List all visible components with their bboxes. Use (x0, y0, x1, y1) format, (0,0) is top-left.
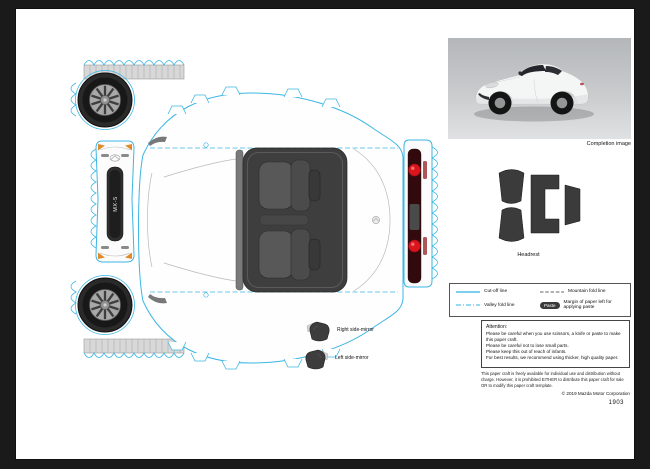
wheel-top (75, 70, 135, 130)
disclaimer-line: However, it is prohibited EITHER to dist… (481, 377, 624, 389)
paste-tabs-wheel-top (70, 82, 77, 117)
attention-box: Attention: Please be careful when you us… (481, 320, 630, 368)
attention-line: For best results, we recommend using thi… (486, 354, 619, 360)
seat-left (258, 159, 321, 212)
completed-model-image (448, 38, 631, 139)
turn-signal-icon (125, 144, 132, 151)
completion-photo (448, 38, 631, 139)
mazda-emblem-icon (109, 154, 121, 162)
disclaimer-line: This paper craft is freely available for… (481, 371, 620, 383)
headrest-parts: Headrest (471, 161, 586, 258)
left-mirror-label: Left side-mirror (335, 355, 369, 361)
seat-right (258, 228, 321, 281)
turn-signal-icon (98, 252, 105, 259)
wheel-bottom (75, 275, 135, 335)
papercraft-sheet: MX-5 (16, 9, 634, 459)
legend-mountain: Mountain fold line (540, 289, 624, 295)
tread-strip-bottom (83, 338, 185, 358)
mirror-position-mark-top (203, 142, 209, 148)
right-mirror-template (306, 321, 330, 342)
attention-line: Please be careful not to lose small part… (486, 342, 569, 348)
legend-cutoff-label: Cut-off line (484, 289, 508, 295)
windshield (519, 65, 546, 76)
door-mirror (518, 71, 522, 75)
mirror-position-mark-bottom (203, 292, 209, 298)
headrest-side-panel (564, 184, 581, 226)
legend-paste: Paste Margin of paper left for applying … (540, 300, 624, 311)
trunk-emblem (372, 216, 380, 224)
hood-crease-lines (147, 148, 391, 292)
legend-mountain-label: Mountain fold line (568, 289, 606, 295)
cockpit (242, 147, 348, 293)
tail-light-bottom (408, 239, 421, 253)
turn-signal-icon (125, 252, 132, 259)
cabin (545, 66, 562, 75)
legend-cutoff: Cut-off line (456, 289, 534, 295)
tail-light-top (408, 163, 421, 177)
cutoff-line-sample-icon (456, 291, 480, 293)
right-mirror-label: Right side-mirror (337, 327, 374, 333)
attention-line: Please keep this out of reach of infants… (486, 348, 567, 354)
paste-tabs-wheel-bottom (70, 280, 77, 315)
attention-line: Please be careful when you use scissors,… (486, 331, 621, 342)
front-bumper-template: MX-5 (90, 140, 135, 263)
center-console (259, 214, 309, 226)
valley-line-sample-icon (456, 304, 480, 306)
mountain-line-sample-icon (540, 291, 564, 293)
left-mirror-template (305, 349, 329, 370)
headlight (485, 81, 499, 89)
turn-signal-icon (98, 144, 105, 151)
paste-tabs-front (90, 148, 97, 249)
glue-tabs-bottom (167, 341, 341, 370)
headrest-panel-1 (498, 169, 525, 204)
car-template-diagram: MX-5 (70, 60, 438, 370)
legend-box: Cut-off line Mountain fold line Valley f… (449, 283, 631, 317)
headrest-template (498, 169, 581, 242)
model-car (475, 63, 589, 115)
front-intake (478, 93, 489, 100)
paste-badge: Paste (540, 301, 560, 309)
grille: MX-5 (106, 166, 124, 242)
headlight-left (148, 136, 167, 146)
footer: This paper craft is freely available for… (481, 371, 630, 406)
doc-number: 1903 (608, 400, 624, 407)
headlight-right (148, 294, 167, 304)
legend-paste-label: Margin of paper left for applying paste (563, 299, 612, 311)
legend-valley: Valley fold line (456, 303, 534, 309)
tail-lamp (580, 82, 584, 86)
glue-tabs-top (167, 86, 341, 115)
disclaimer-text: This paper craft is freely available for… (481, 371, 630, 389)
legend-valley-label: Valley fold line (484, 302, 515, 308)
right-mirror-part: Right side-mirror (305, 317, 374, 343)
rear-bumper-template (403, 139, 438, 288)
paste-tabs-rear (431, 146, 438, 280)
car-body-template (138, 86, 404, 370)
windshield-frame (235, 149, 244, 291)
headrest-caption: Headrest (517, 252, 540, 258)
attention-title: Attention: (486, 324, 508, 330)
headrest-bracket (530, 174, 560, 234)
copyright: © 2019 Mazda Motor Corporation (561, 391, 630, 397)
left-mirror-part: Left side-mirror (303, 345, 369, 371)
completion-caption: Completion image (586, 141, 631, 147)
mx5-badge: MX-5 (113, 196, 119, 212)
headrest-panel-2 (498, 207, 525, 242)
